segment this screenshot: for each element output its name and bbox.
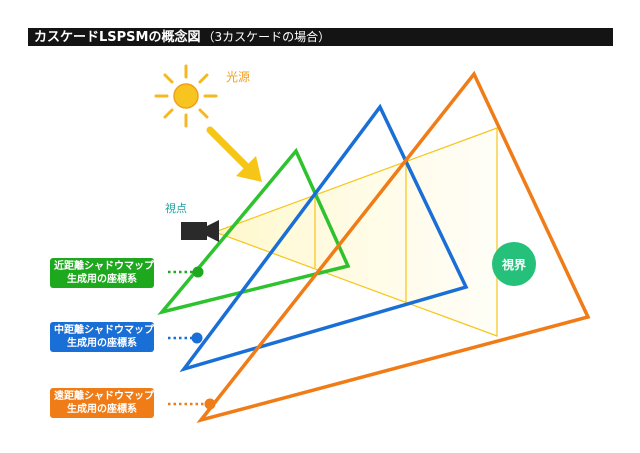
near-cascade-label-line1: 近距離シャドウマップ (54, 261, 154, 272)
view-frustum-area (213, 127, 498, 337)
near-cascade-label: 近距離シャドウマップ 生成用の座標系 (50, 258, 154, 288)
near-cascade-label-line2: 生成用の座標系 (67, 274, 137, 285)
far-endpoint-dot (204, 398, 216, 410)
page-title: カスケードLSPSMの概念図（3カスケードの場合） (34, 29, 330, 46)
title-main-text: カスケードLSPSMの概念図 (34, 30, 201, 45)
far-cascade-label-line1: 遠距離シャドウマップ (54, 391, 154, 402)
view-frustum-badge: 視界 (492, 242, 536, 286)
mid-cascade-triangle (179, 103, 469, 373)
light-source-label: 光源 (226, 70, 251, 84)
mid-endpoint-dot (191, 332, 203, 344)
near-cascade-triangle (157, 147, 351, 315)
title-subtitle: （3カスケードの場合） (202, 30, 331, 44)
mid-cascade-label-line2: 生成用の座標系 (67, 338, 137, 349)
far-cascade-label: 遠距離シャドウマップ 生成用の座標系 (50, 388, 154, 418)
arrow-icon (206, 126, 262, 182)
mid-cascade-label-line1: 中距離シャドウマップ (54, 325, 154, 336)
near-endpoint-dot (192, 266, 204, 278)
mid-cascade-label: 中距離シャドウマップ 生成用の座標系 (50, 322, 154, 352)
sun-icon (154, 64, 218, 128)
viewpoint-label: 視点 (165, 202, 187, 215)
camera-icon (181, 220, 219, 242)
title-bar: カスケードLSPSMの概念図（3カスケードの場合） (28, 28, 613, 46)
far-cascade-triangle (196, 70, 591, 424)
far-cascade-label-line2: 生成用の座標系 (67, 404, 137, 415)
